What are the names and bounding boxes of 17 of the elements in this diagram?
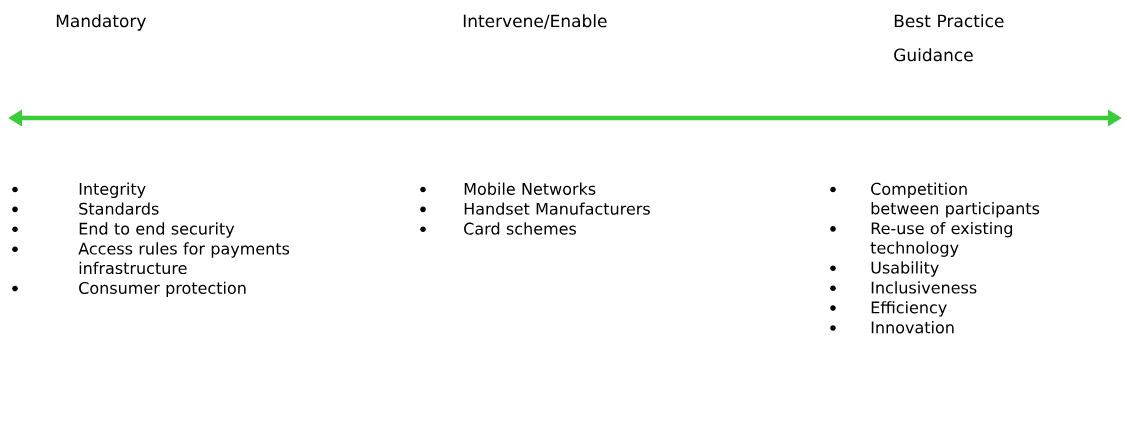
- list-item: Handset Manufacturers: [464, 202, 650, 215]
- column-heading: Intervene/Enable: [463, 14, 607, 29]
- list-item: Card schemes: [464, 222, 577, 235]
- list-item: Efficiency: [871, 301, 947, 317]
- list-item: Usability: [871, 261, 939, 277]
- list-item: Re-use of existing technology: [870, 221, 1012, 257]
- list-item: Inclusiveness: [871, 281, 977, 294]
- list-item: Consumer protection: [79, 281, 246, 298]
- list-item: Innovation: [871, 321, 954, 334]
- list-item: Integrity: [79, 182, 146, 198]
- list-item: Standards: [79, 202, 159, 215]
- column-heading: Best Practice Guidance: [894, 14, 1004, 62]
- column-heading: Mandatory: [56, 14, 146, 31]
- list-item: Mobile Networks: [464, 182, 596, 195]
- list-item: End to end security: [79, 222, 235, 238]
- list-item: Access rules for payments infrastructure: [78, 242, 290, 275]
- list-item: Competition between participants: [871, 182, 1040, 218]
